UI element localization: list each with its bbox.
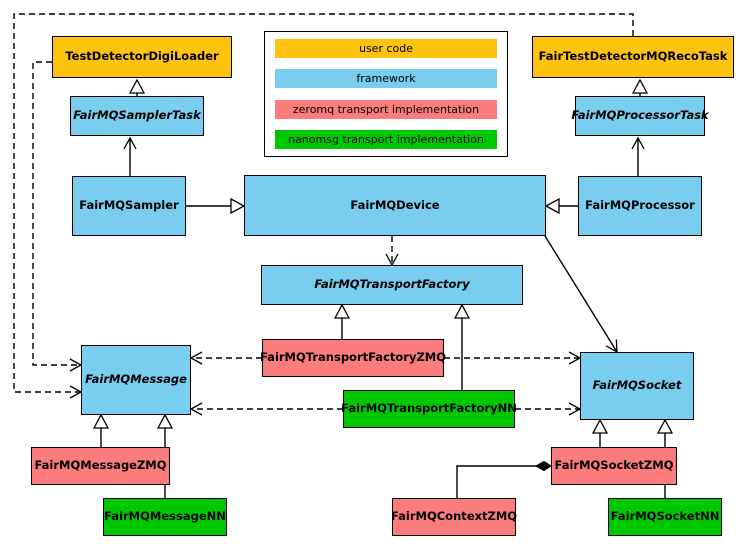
legend-item-nanomsg: nanomsg transport implementation: [275, 129, 497, 149]
legend-item-zeromq: zeromq transport implementation: [275, 99, 497, 119]
legend-item-user-code: user code: [275, 39, 497, 58]
legend-box: user code framework zeromq transport imp…: [264, 31, 508, 157]
class-box-fairmqsocket[interactable]: FairMQSocket: [580, 352, 694, 420]
legend-item-framework: framework: [275, 69, 497, 89]
class-box-fairtestdetectormqrecotask[interactable]: FairTestDetectorMQRecoTask: [532, 36, 734, 78]
class-box-fairmqcontextzmq[interactable]: FairMQContextZMQ: [391, 498, 517, 536]
class-box-fairmqsocketnn[interactable]: FairMQSocketNN: [608, 498, 722, 536]
class-box-fairmqmessage[interactable]: FairMQMessage: [81, 345, 191, 415]
class-box-fairmqtransportfactoryzmq[interactable]: FairMQTransportFactoryZMQ: [260, 339, 446, 377]
class-box-fairmqdevice[interactable]: FairMQDevice: [244, 175, 546, 236]
class-box-fairmqprocessor[interactable]: FairMQProcessor: [578, 176, 702, 236]
edge-device-to-socket: [544, 235, 618, 354]
class-box-fairmqtransportfactorynn[interactable]: FairMQTransportFactoryNN: [341, 390, 517, 428]
class-box-fairmqmessagezmq[interactable]: FairMQMessageZMQ: [31, 447, 170, 485]
edge-socketzmq-composition-contextzmq: [456, 460, 552, 498]
class-box-fairmqsamplertask[interactable]: FairMQSamplerTask: [70, 96, 204, 136]
class-box-fairmqsampler[interactable]: FairMQSampler: [72, 176, 186, 236]
class-box-fairmqtransportfactory[interactable]: FairMQTransportFactory: [261, 265, 523, 305]
class-box-testdetectordigiloader[interactable]: TestDetectorDigiLoader: [52, 36, 232, 78]
class-box-fairmqprocessortask[interactable]: FairMQProcessorTask: [571, 96, 709, 136]
class-box-fairmqmessagenn[interactable]: FairMQMessageNN: [103, 498, 227, 536]
class-box-fairmqsocketzmq[interactable]: FairMQSocketZMQ: [551, 447, 677, 485]
